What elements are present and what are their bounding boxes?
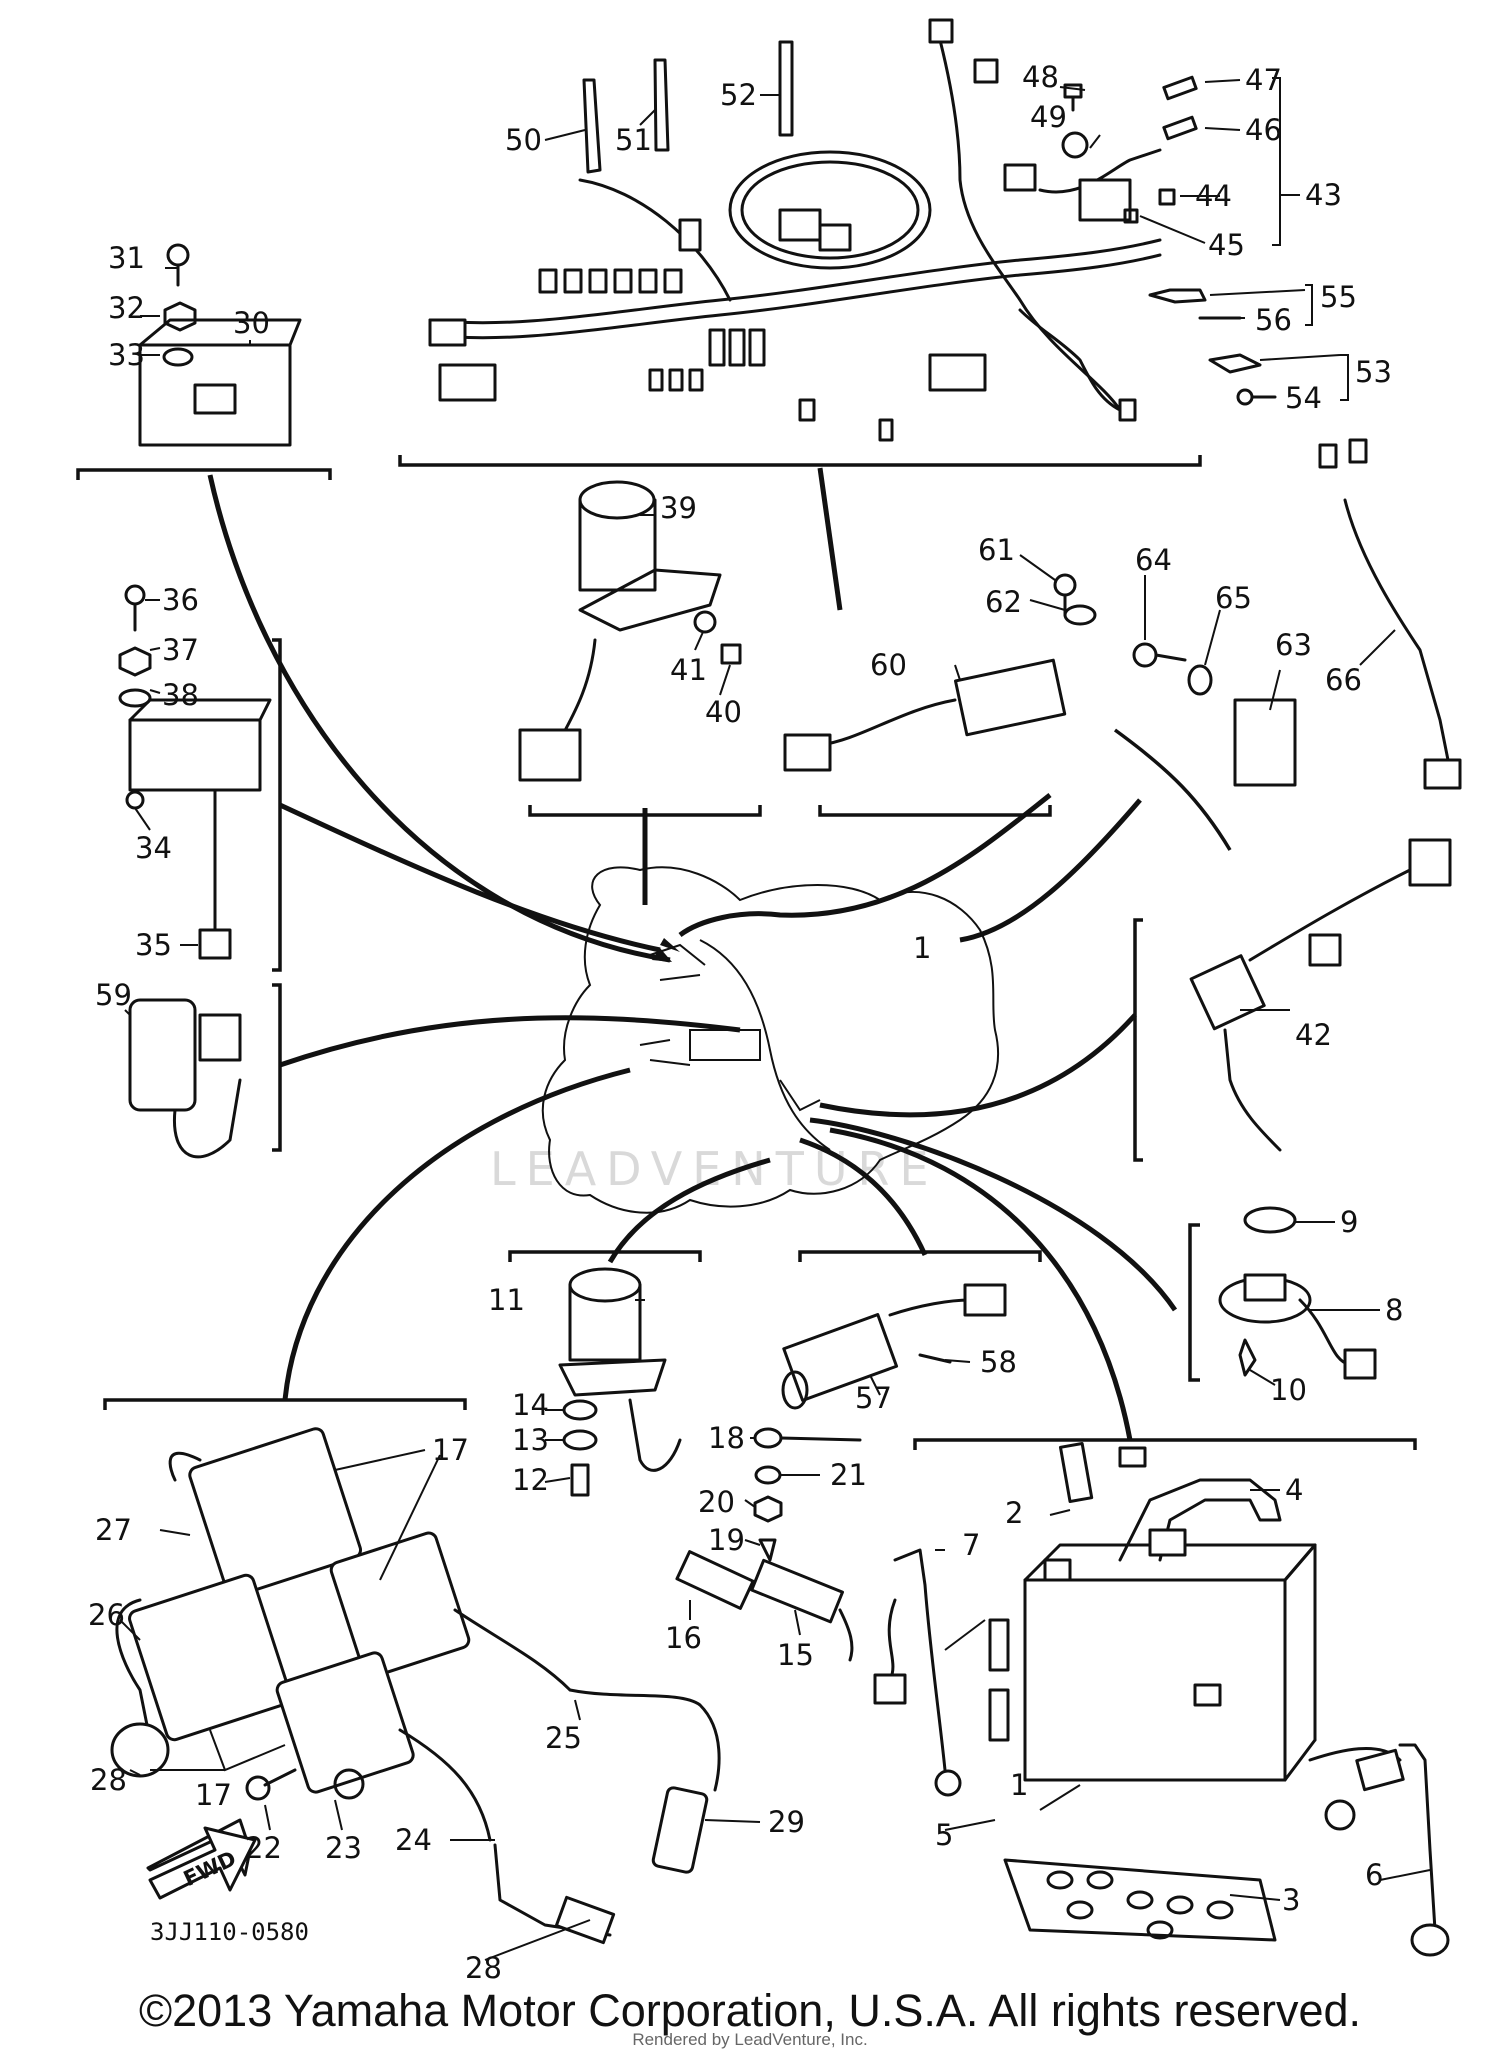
callout-1: 1 <box>1010 1768 1028 1802</box>
part-38-regulator <box>118 584 272 960</box>
part-15-16-switches <box>675 1550 854 1662</box>
callout-5: 5 <box>935 1818 953 1852</box>
part-42-switch <box>1189 838 1452 1152</box>
diagram-code: 3JJ110-0580 <box>150 1918 309 1946</box>
rendered-by-notice: Rendered by LeadVenture, Inc. <box>632 2030 868 2049</box>
callout-20: 20 <box>698 1485 735 1519</box>
callout-9: 9 <box>1340 1205 1358 1239</box>
callout-59: 59 <box>95 978 132 1012</box>
callout-26: 26 <box>88 1598 125 1632</box>
callout-55: 55 <box>1320 280 1357 314</box>
callout-24: 24 <box>395 1823 432 1857</box>
callout-23: 23 <box>325 1831 362 1865</box>
callout-28b: 28 <box>465 1951 502 1985</box>
group-brackets <box>76 455 1417 1450</box>
callout-21: 21 <box>830 1458 867 1492</box>
callout-53: 53 <box>1355 355 1392 389</box>
part-17-coils <box>110 1427 721 1945</box>
callout-51: 51 <box>615 123 652 157</box>
callout-7: 7 <box>962 1528 980 1562</box>
callout-15: 15 <box>777 1638 814 1672</box>
callout-4: 4 <box>1285 1473 1303 1507</box>
callout-38: 38 <box>162 678 199 712</box>
callout-labels: 1 1 2 3 4 5 6 7 8 9 10 11 12 13 14 15 16… <box>88 60 1403 1985</box>
callout-62: 62 <box>985 585 1022 619</box>
callout-47: 47 <box>1245 63 1282 97</box>
part-11-switch <box>558 1267 682 1497</box>
part-30-unit <box>138 243 302 447</box>
part-66-harness <box>1318 438 1462 790</box>
callout-58: 58 <box>980 1345 1017 1379</box>
callout-31: 31 <box>108 241 145 275</box>
callout-29: 29 <box>768 1805 805 1839</box>
callout-43: 43 <box>1305 178 1342 212</box>
part-8-sensor <box>1218 1206 1377 1380</box>
callout-57: 57 <box>855 1381 892 1415</box>
callout-25: 25 <box>545 1721 582 1755</box>
callout-63: 63 <box>1275 628 1312 662</box>
callout-14: 14 <box>512 1388 549 1422</box>
callout-65: 65 <box>1215 581 1252 615</box>
callout-35: 35 <box>135 928 172 962</box>
callout-61: 61 <box>978 533 1015 567</box>
watermark: LEADVENTURE <box>490 1142 939 1196</box>
callout-39: 39 <box>660 491 697 525</box>
callout-50: 50 <box>505 123 542 157</box>
fwd-arrow: FWD <box>146 1818 257 1900</box>
callout-22: 22 <box>245 1831 282 1865</box>
callout-52: 52 <box>720 78 757 112</box>
callout-30: 30 <box>233 306 270 340</box>
callout-18: 18 <box>708 1421 745 1455</box>
leader-lines <box>119 77 1431 1961</box>
callout-54: 54 <box>1285 381 1322 415</box>
callout-3: 3 <box>1282 1883 1300 1917</box>
callout-28a: 28 <box>90 1763 127 1797</box>
callout-6: 6 <box>1365 1858 1383 1892</box>
terminals-55-53 <box>1148 288 1277 406</box>
callout-2: 2 <box>1005 1496 1023 1530</box>
copyright-notice: ©2013 Yamaha Motor Corporation, U.S.A. A… <box>138 1985 1362 2036</box>
callout-17a: 17 <box>432 1433 469 1467</box>
callout-12: 12 <box>512 1463 549 1497</box>
callout-40: 40 <box>705 695 742 729</box>
part-57-switch <box>781 1283 1007 1410</box>
callout-16: 16 <box>665 1621 702 1655</box>
callout-44: 44 <box>1195 179 1232 213</box>
part-1-battery <box>873 1442 1450 1957</box>
callout-37: 37 <box>162 633 199 667</box>
callout-8: 8 <box>1385 1293 1403 1327</box>
callout-49: 49 <box>1030 100 1067 134</box>
part-59-unit <box>128 998 242 1159</box>
callout-66: 66 <box>1325 663 1362 697</box>
callout-64: 64 <box>1135 543 1172 577</box>
callout-42: 42 <box>1295 1018 1332 1052</box>
terminals-43-group <box>1123 75 1198 224</box>
callout-13: 13 <box>512 1423 549 1457</box>
part-60-relay <box>783 573 1097 772</box>
callout-48: 48 <box>1022 60 1059 94</box>
callout-17b: 17 <box>195 1778 232 1812</box>
callout-32: 32 <box>108 291 145 325</box>
part-18-sender <box>753 1427 862 1562</box>
callout-10: 10 <box>1270 1373 1307 1407</box>
callout-27: 27 <box>95 1513 132 1547</box>
callout-46: 46 <box>1245 113 1282 147</box>
connection-lines <box>207 467 1178 1441</box>
part-63-unit <box>1132 642 1297 787</box>
callout-56: 56 <box>1255 303 1292 337</box>
callout-41: 41 <box>670 653 707 687</box>
part-39-switch <box>518 480 742 782</box>
callout-19: 19 <box>708 1523 745 1557</box>
callout-11: 11 <box>488 1283 525 1317</box>
callout-45: 45 <box>1208 228 1245 262</box>
wire-harness <box>428 18 1162 442</box>
callout-34: 34 <box>135 831 172 865</box>
callout-1-frame: 1 <box>913 931 931 965</box>
callout-60: 60 <box>870 648 907 682</box>
harness-fasteners <box>582 40 1089 174</box>
callout-36: 36 <box>162 583 199 617</box>
callout-33: 33 <box>108 338 145 372</box>
